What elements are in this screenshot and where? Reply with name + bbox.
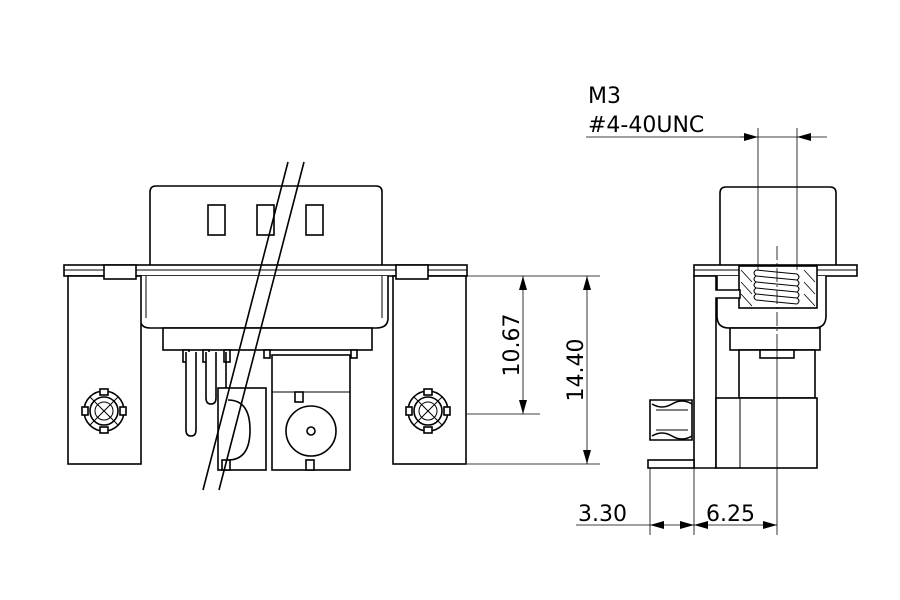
break-line-2 — [218, 161, 305, 491]
side-shell-top — [719, 186, 837, 265]
height-dimensions — [467, 275, 600, 465]
dimension-offset-right: 6.25 — [706, 502, 755, 527]
connector-shell-bottom — [139, 276, 389, 329]
side-insulator — [729, 327, 821, 351]
contact-window-2 — [256, 204, 275, 236]
side-view — [647, 186, 858, 469]
left-bracket — [67, 275, 142, 465]
right-bracket — [392, 275, 467, 465]
contact-window-3 — [305, 204, 324, 236]
break-line-1 — [202, 161, 289, 491]
thread-dimension — [586, 128, 827, 270]
dimension-offset-left: 3.30 — [578, 502, 627, 527]
side-rear-housing — [715, 397, 818, 469]
contact-window-1 — [207, 204, 226, 236]
front-view — [63, 161, 468, 491]
connector-shell-top — [149, 185, 383, 265]
left-bracket-nut-icon — [81, 388, 127, 434]
coax-contact-icon — [285, 405, 337, 457]
thread-unc-label: #4-40UNC — [588, 113, 704, 138]
coax-housing-right — [271, 354, 351, 471]
offset-dimensions — [576, 346, 778, 535]
right-bracket-nut-icon — [405, 388, 451, 434]
board-lock-clip — [647, 399, 695, 469]
dimension-height-a: 10.67 — [500, 314, 525, 377]
dimension-height-b: 14.40 — [564, 339, 589, 402]
thread-metric-label: M3 — [588, 84, 621, 109]
side-bracket — [693, 275, 741, 469]
contact-pins — [182, 349, 358, 437]
insulator-body — [162, 327, 373, 351]
threaded-insert — [738, 265, 818, 309]
